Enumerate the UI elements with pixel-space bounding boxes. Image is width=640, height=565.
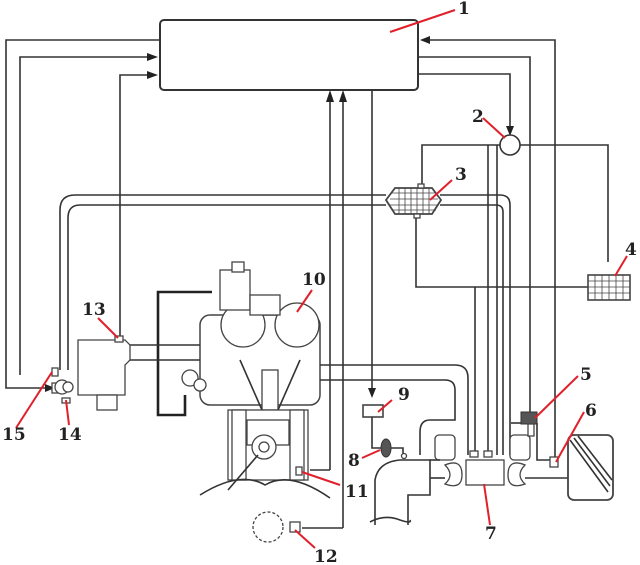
label-14: 14	[58, 425, 82, 445]
label-11: 11	[345, 482, 369, 502]
signal-lines-left	[5, 39, 160, 392]
solenoid-9	[362, 404, 384, 418]
valve-8	[380, 438, 392, 458]
control-unit-box	[159, 19, 419, 91]
label-6: 6	[585, 401, 597, 421]
signal-lines-right	[418, 36, 556, 465]
throttle-14	[51, 379, 74, 404]
label-15: 15	[2, 425, 26, 445]
label-4: 4	[625, 240, 637, 260]
label-9: 9	[398, 385, 410, 405]
valve-2	[499, 134, 521, 156]
speed-sensor-12	[252, 511, 301, 543]
label-5: 5	[580, 365, 592, 385]
sensor-6	[549, 456, 559, 468]
actuator-5	[520, 411, 538, 437]
label-13: 13	[82, 300, 106, 320]
turbocharger-7	[430, 450, 570, 487]
engine-10	[181, 261, 331, 499]
label-12: 12	[314, 547, 338, 565]
label-2: 2	[472, 107, 484, 127]
intercooler-3	[384, 183, 443, 219]
signal-lines-bottom	[302, 90, 376, 529]
sensor-11	[295, 466, 303, 476]
leader-lines	[15, 9, 628, 549]
label-8: 8	[348, 451, 360, 471]
label-7: 7	[485, 524, 497, 544]
label-3: 3	[455, 165, 467, 185]
label-10: 10	[302, 270, 326, 290]
component-4	[587, 274, 631, 301]
intake-pipe	[59, 194, 511, 455]
sensor-13	[114, 335, 124, 343]
label-1: 1	[458, 0, 470, 19]
sensor-15	[51, 367, 59, 377]
